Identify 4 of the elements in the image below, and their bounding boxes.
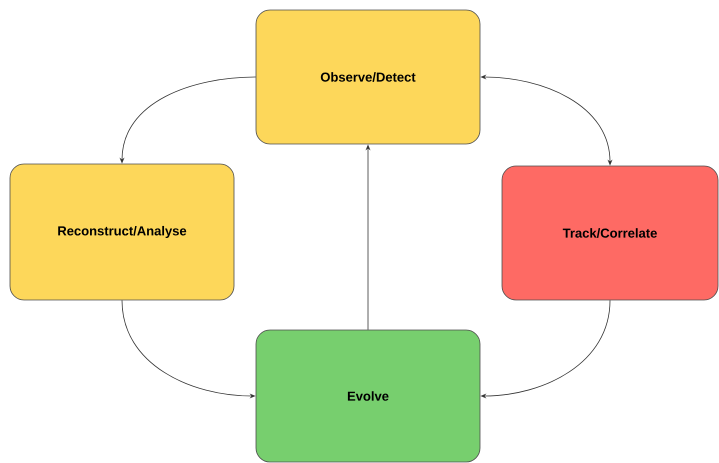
process-box: Reconstruct/Analyse	[10, 164, 234, 300]
process-box: Observe/Detect	[256, 10, 480, 144]
process-box: Track/Correlate	[502, 166, 718, 300]
process-box: Evolve	[256, 330, 480, 462]
